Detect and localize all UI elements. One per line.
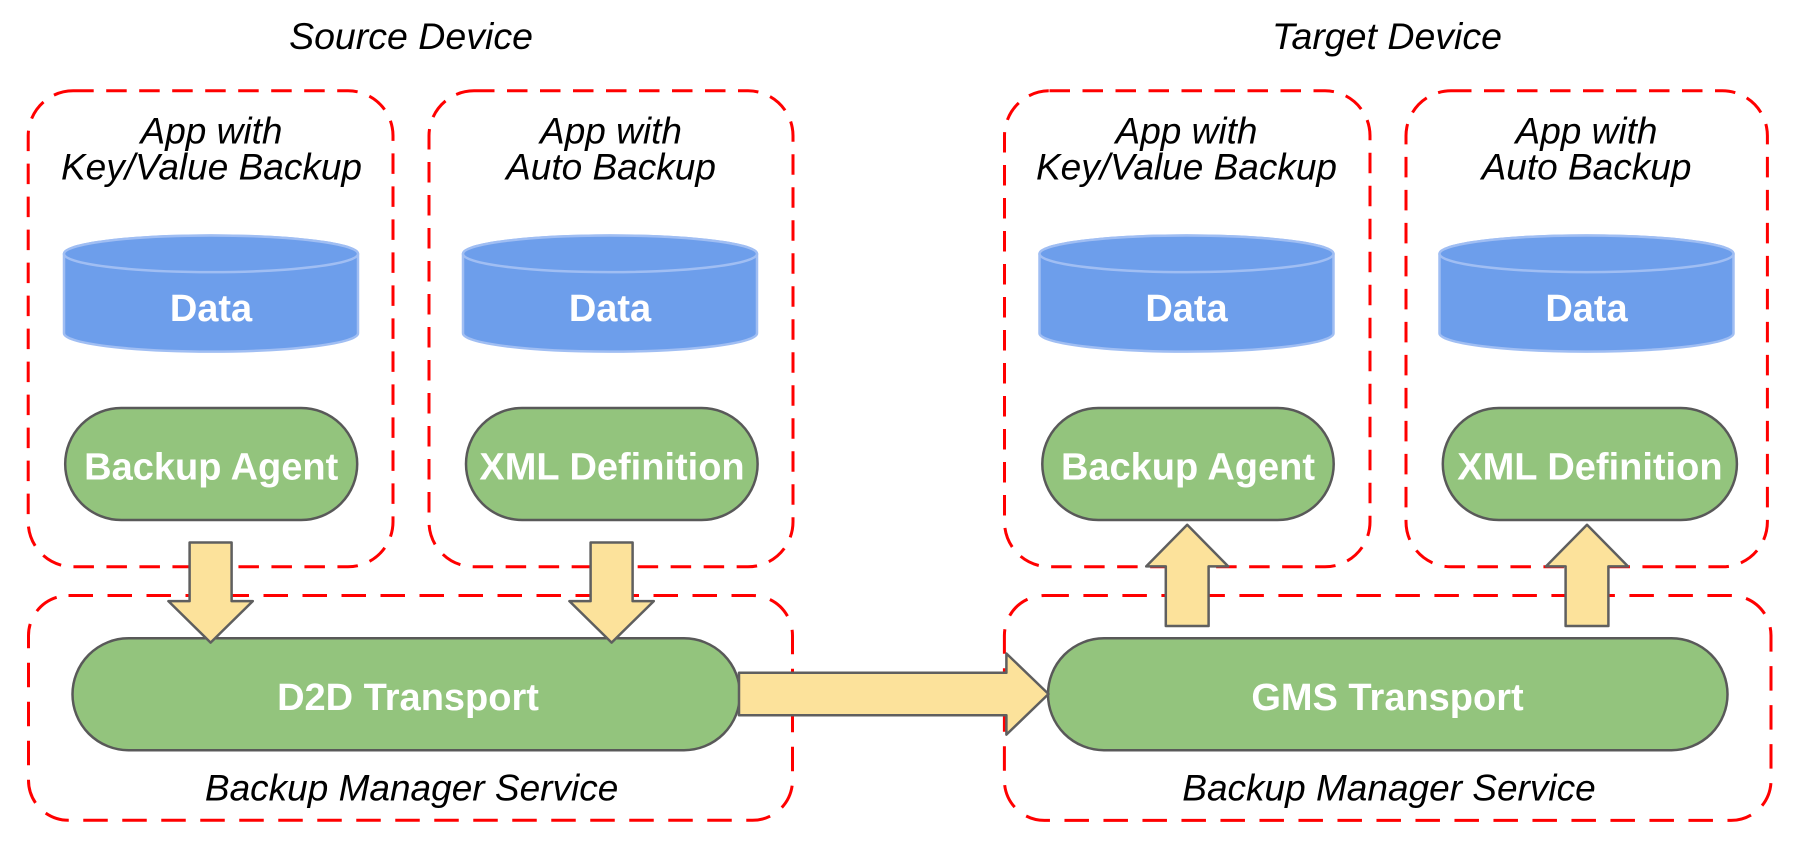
svg-text:D2D Transport: D2D Transport bbox=[277, 677, 539, 719]
svg-text:Source Device: Source Device bbox=[289, 15, 533, 57]
svg-text:App with: App with bbox=[139, 111, 283, 152]
svg-text:GMS Transport: GMS Transport bbox=[1251, 677, 1524, 719]
svg-text:Data: Data bbox=[1145, 288, 1228, 330]
svg-text:Data: Data bbox=[1545, 288, 1628, 330]
svg-text:Auto Backup: Auto Backup bbox=[504, 147, 716, 188]
svg-text:Data: Data bbox=[569, 288, 652, 330]
svg-text:Backup Manager Service: Backup Manager Service bbox=[1182, 767, 1595, 808]
svg-text:XML Definition: XML Definition bbox=[479, 447, 744, 489]
svg-text:App with: App with bbox=[1114, 111, 1258, 152]
svg-text:App with: App with bbox=[1514, 111, 1658, 152]
svg-text:Target Device: Target Device bbox=[1272, 15, 1502, 57]
svg-text:XML Definition: XML Definition bbox=[1457, 447, 1722, 489]
svg-text:Backup Agent: Backup Agent bbox=[1061, 447, 1315, 489]
svg-text:Key/Value Backup: Key/Value Backup bbox=[1036, 147, 1337, 188]
svg-text:App with: App with bbox=[538, 111, 682, 152]
svg-text:Data: Data bbox=[170, 288, 253, 330]
svg-text:Key/Value Backup: Key/Value Backup bbox=[61, 147, 362, 188]
svg-text:Backup Manager Service: Backup Manager Service bbox=[205, 767, 618, 808]
svg-text:Auto Backup: Auto Backup bbox=[1480, 147, 1692, 188]
svg-text:Backup Agent: Backup Agent bbox=[84, 447, 338, 489]
